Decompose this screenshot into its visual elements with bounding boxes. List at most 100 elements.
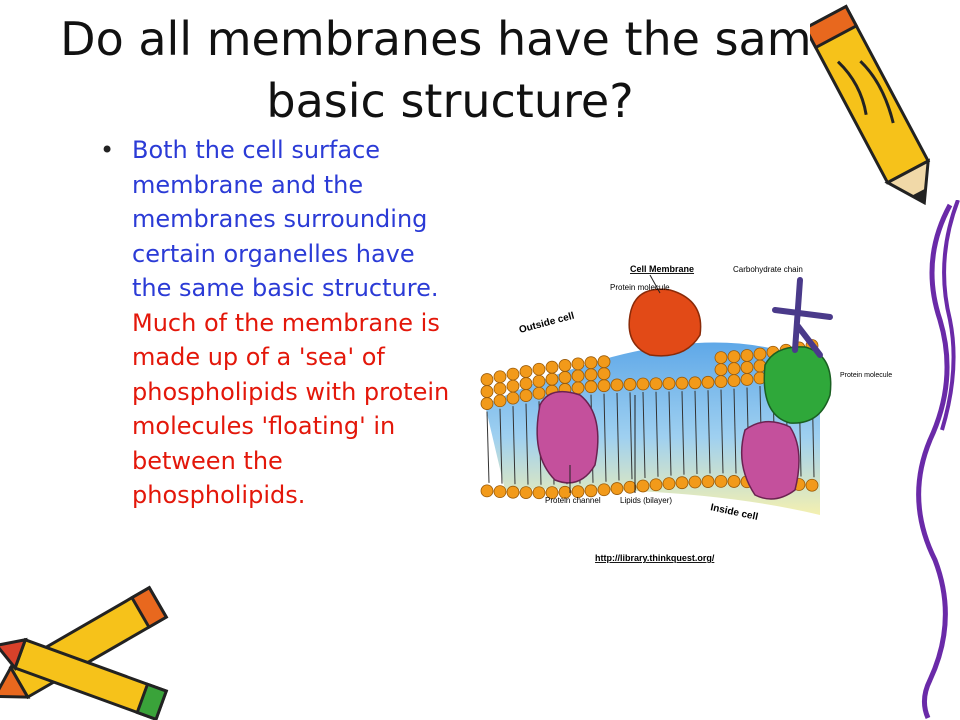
phospholipid-head (636, 479, 650, 493)
protein-channel (536, 390, 599, 484)
phospholipid-head (727, 350, 741, 364)
phospholipid-head (584, 484, 598, 498)
phospholipid-head (519, 486, 533, 499)
phospholipid-head (493, 485, 507, 499)
phospholipid-head (727, 374, 741, 388)
lipid-tail (655, 391, 659, 477)
phospholipid-head (506, 379, 520, 393)
phospholipid-head (493, 382, 507, 396)
lipid-tail (707, 390, 711, 474)
bullet-marker: • (100, 136, 115, 164)
phospholipid-head (610, 482, 624, 495)
phospholipid-head (623, 480, 637, 494)
phospholipid-head (506, 367, 520, 381)
lipid-tail (616, 392, 620, 481)
squiggle-border-icon (916, 200, 960, 720)
lipid-tail (668, 391, 672, 476)
lipid-tail (525, 403, 529, 485)
label-carbohydrate: Carbohydrate chain (733, 265, 803, 274)
label-protein-channel: Protein channel (545, 496, 601, 505)
phospholipid-head (662, 477, 676, 491)
phospholipid-head (558, 359, 572, 372)
label-lipids: Lipids (bilayer) (620, 496, 672, 505)
phospholipid-head (675, 376, 689, 390)
phospholipid-head (701, 375, 715, 389)
body-text-red: Much of the membrane is made up of a 'se… (132, 308, 450, 510)
label-protein-right: Protein molecule (840, 372, 892, 379)
pencil-icon (810, 4, 931, 206)
slide-title: Do all membranes have the same basic str… (60, 12, 840, 128)
phospholipid-head (727, 362, 741, 376)
lipid-tail (720, 389, 724, 474)
lipid-tail (603, 393, 607, 482)
phospholipid-head (649, 478, 663, 492)
protein-molecule-lower (740, 421, 800, 500)
phospholipid-head (571, 485, 585, 499)
phospholipid-head (740, 361, 754, 374)
phospholipid-head (610, 378, 624, 392)
phospholipid-head (545, 372, 559, 386)
phospholipid-head (805, 478, 819, 492)
lipid-tail (512, 406, 516, 485)
label-protein-top: Protein molecule (610, 283, 670, 292)
phospholipid-head (480, 484, 494, 498)
lipid-tail (642, 392, 646, 478)
phospholipid-head (701, 475, 715, 488)
phospholipid-head (662, 377, 676, 390)
phospholipid-head (558, 371, 572, 384)
phospholipid-head (519, 365, 533, 378)
crayon-icon (0, 585, 169, 720)
phospholipid-head (493, 370, 507, 384)
phospholipid-head (532, 486, 546, 500)
phospholipid-head (753, 347, 767, 361)
diagram-title: Cell Membrane (630, 264, 694, 274)
lipid-tail (694, 390, 698, 475)
phospholipid-head (545, 486, 559, 500)
lipid-tail (681, 391, 685, 475)
phospholipid-head (675, 476, 689, 490)
phospholipid-head (571, 381, 585, 395)
lipid-tail (629, 392, 633, 480)
phospholipid-head (597, 367, 611, 381)
phospholipid-head (506, 391, 520, 405)
carbohydrate-chain (772, 277, 833, 358)
phospholipid-head (532, 362, 546, 376)
phospholipid-head (480, 373, 494, 386)
phospholipid-head (740, 349, 754, 362)
phospholipid-head (584, 368, 598, 382)
phospholipid-head (714, 363, 728, 376)
phospholipid-head (597, 355, 611, 369)
phospholipid-head (688, 475, 702, 489)
phospholipid-head (623, 378, 637, 391)
protein-molecule-top (628, 288, 702, 357)
bullet-paragraph: Both the cell surface membrane and the m… (132, 133, 460, 513)
phospholipid-head (558, 485, 572, 499)
phospholipid-head (597, 379, 611, 393)
phospholipid-head (519, 389, 533, 402)
phospholipid-head (597, 483, 611, 497)
phospholipid-head (584, 380, 598, 394)
phospholipid-head (714, 375, 728, 388)
lipid-tail (486, 411, 490, 483)
label-outside-cell: Outside cell (518, 311, 576, 336)
slide-body: • Both the cell surface membrane and the… (100, 133, 460, 513)
phospholipid-head (714, 351, 728, 364)
phospholipid-head (532, 386, 546, 400)
phospholipid-head (506, 485, 520, 499)
phospholipid-head (649, 377, 663, 391)
phospholipid-head (584, 356, 598, 370)
body-text-blue: Both the cell surface membrane and the m… (132, 136, 439, 302)
protein-molecule-right (763, 346, 832, 424)
phospholipid-head (688, 376, 702, 390)
phospholipid-head (480, 397, 494, 410)
lipid-tail (733, 388, 737, 474)
phospholipid-head (480, 385, 494, 398)
phospholipid-head (571, 357, 585, 371)
phospholipid-head (493, 394, 507, 408)
phospholipid-head (532, 374, 546, 388)
cell-membrane-diagram: Cell Membrane Protein molecule Carbohydr… (480, 264, 892, 563)
phospholipid-head (740, 373, 754, 386)
phospholipid-head (519, 377, 533, 390)
phospholipid-head (545, 360, 559, 374)
phospholipid-head (636, 377, 650, 391)
